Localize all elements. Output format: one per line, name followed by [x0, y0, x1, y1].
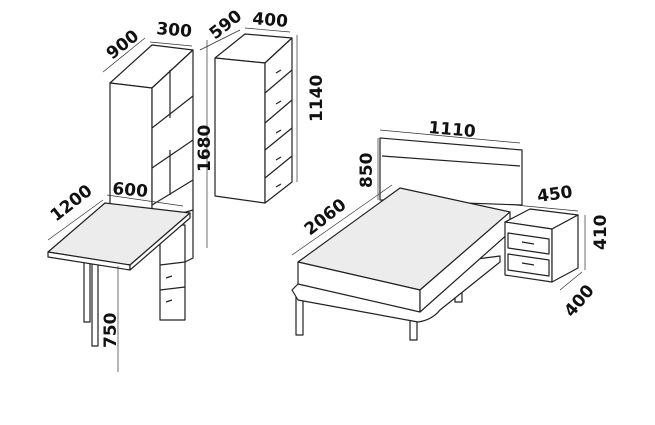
nightstand-depth-label: 400: [561, 281, 599, 321]
bookshelf: [109, 44, 194, 263]
shelf-height-label: 1680: [195, 125, 215, 172]
chest-of-drawers: [214, 33, 293, 204]
chest-depth-label: 400: [252, 9, 289, 32]
desk-depth-label: 600: [112, 179, 149, 202]
dimension-lines: [47, 27, 586, 372]
nightstand-height-label: 410: [591, 214, 611, 250]
bed-headboard-height-label: 850: [357, 152, 377, 188]
bed-width-label: 1110: [428, 118, 477, 142]
nightstand: [504, 208, 579, 283]
shelf-depth-label: 300: [156, 19, 193, 42]
chest-height-label: 1140: [307, 75, 327, 122]
desk: [47, 202, 191, 347]
desk-height-label: 750: [101, 312, 121, 348]
bed: [291, 137, 523, 341]
nightstand-width-label: 450: [536, 182, 574, 207]
